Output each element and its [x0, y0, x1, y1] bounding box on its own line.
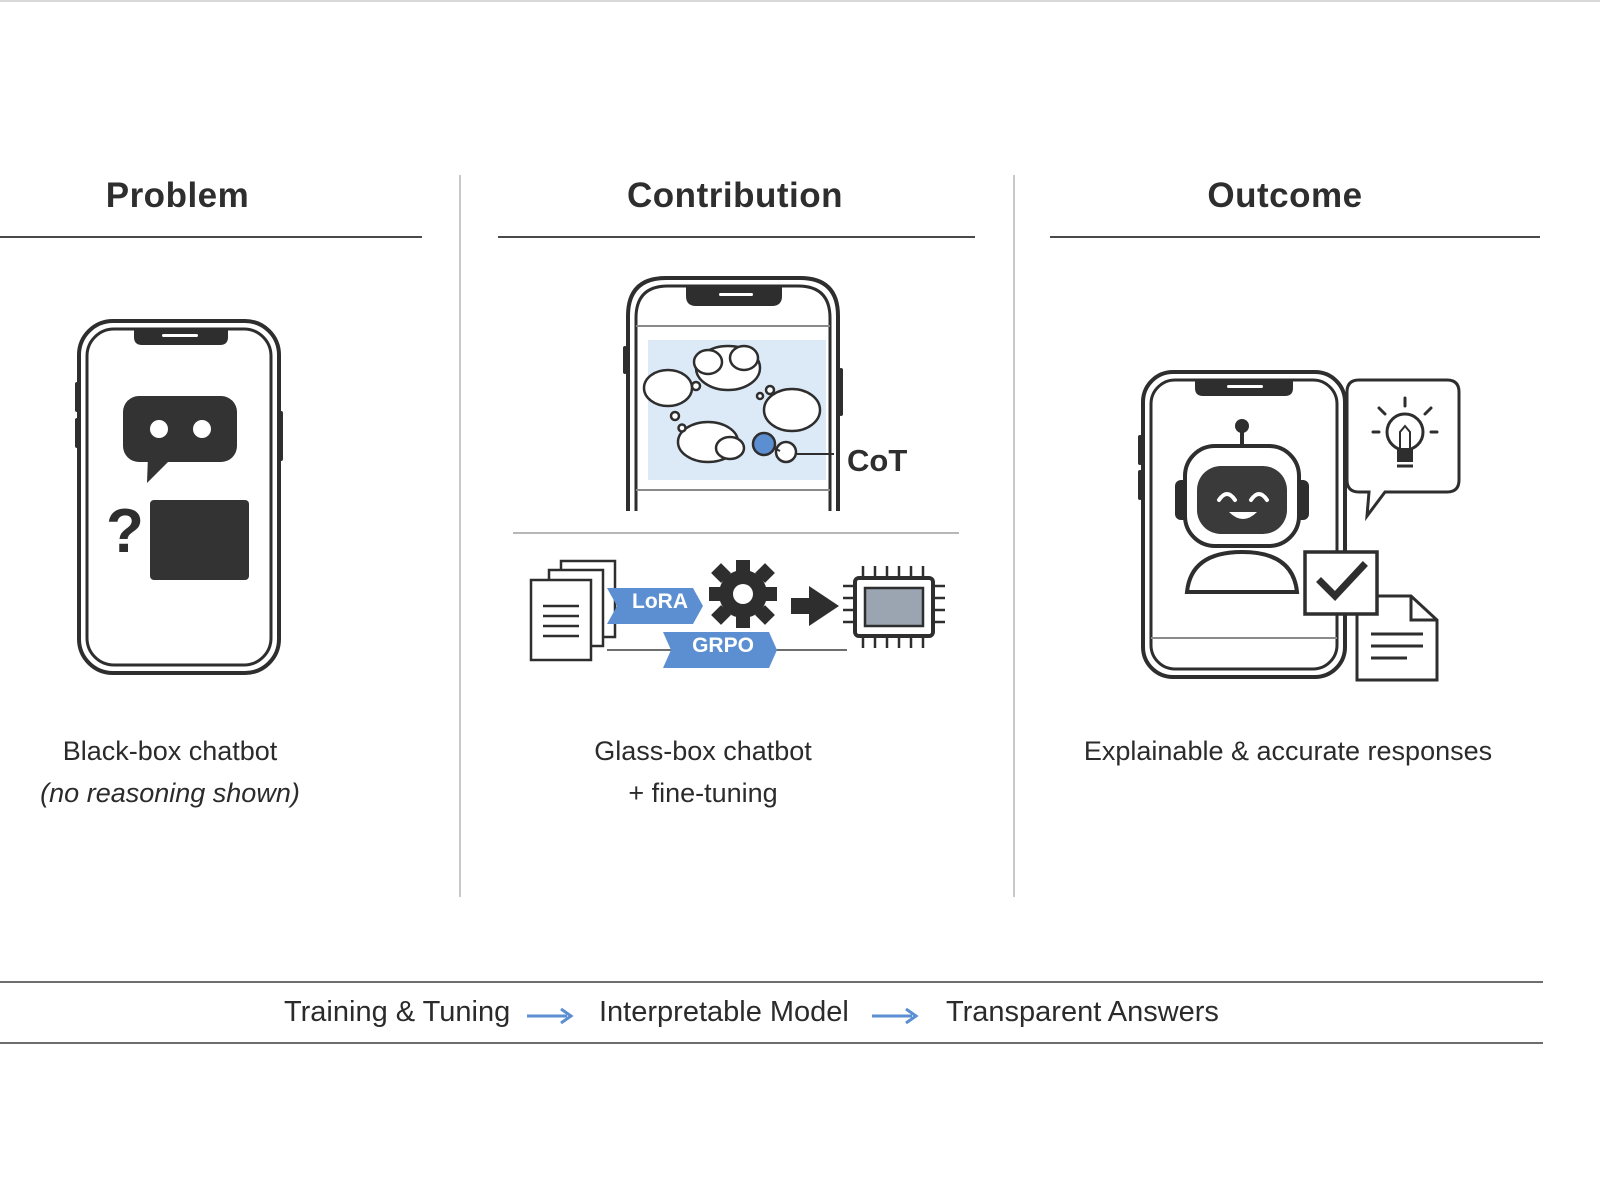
- flow-bottom-rule: [0, 1042, 1543, 1044]
- thought-cloud-icon: [642, 344, 822, 464]
- grpo-label: GRPO: [692, 634, 754, 657]
- caption-problem-line2: (no reasoning shown): [40, 778, 300, 808]
- caption-outcome-line1: Explainable & accurate responses: [1083, 736, 1493, 766]
- caption-contribution-line2: + fine-tuning: [628, 778, 778, 808]
- flow-bar: Training & Tuning Interpretable Model Tr…: [0, 996, 1600, 1040]
- black-box-icon: [150, 500, 249, 580]
- outcome-illustration: [1138, 370, 1461, 682]
- lora-tag: [607, 588, 703, 624]
- title-contribution: Contribution: [627, 176, 843, 215]
- documents-icon: [529, 559, 617, 662]
- rule-contribution: [498, 236, 975, 238]
- title-problem: Problem: [105, 176, 250, 215]
- smartphone-icon: [623, 276, 843, 511]
- rule-problem: [0, 236, 422, 238]
- arrow-right-icon: [527, 1007, 574, 1025]
- chip-icon: [843, 566, 945, 648]
- flow-step-2: Interpretable Model: [599, 996, 849, 1028]
- reasoning-node: [751, 431, 777, 457]
- lora-label: LoRA: [632, 590, 688, 613]
- pipeline-illustration: [529, 559, 945, 668]
- arrow-right-icon: [872, 1007, 919, 1025]
- separator-2: [1013, 175, 1015, 897]
- caption-contribution-line1: Glass-box chatbot: [594, 736, 812, 766]
- contribution-divider: [513, 532, 959, 534]
- caption-outcome: Explainable & accurate responses: [1058, 730, 1518, 772]
- title-outcome: Outcome: [1207, 176, 1363, 215]
- problem-illustration: [75, 319, 283, 675]
- cot-label: CoT: [847, 443, 908, 478]
- flow-step-1: Training & Tuning: [284, 996, 511, 1028]
- chat-bubble-icon: [123, 396, 237, 483]
- separator-1: [459, 175, 461, 897]
- flow-step-3: Transparent Answers: [946, 996, 1219, 1028]
- lightbulb-icon: [1345, 378, 1461, 522]
- smartphone-icon: [75, 319, 283, 675]
- caption-problem: Black-box chatbot (no reasoning shown): [20, 730, 320, 814]
- gear-icon: [709, 560, 777, 628]
- question-mark-icon: ?: [106, 497, 144, 566]
- document-icon: [1355, 594, 1439, 682]
- caption-problem-line1: Black-box chatbot: [62, 736, 278, 766]
- robot-icon: [1175, 419, 1309, 594]
- checkbox-icon: [1303, 550, 1379, 616]
- grpo-tag: [663, 632, 777, 668]
- rule-outcome: [1050, 236, 1540, 238]
- flow-top-rule: [0, 981, 1543, 983]
- caption-contribution: Glass-box chatbot + fine-tuning: [548, 730, 858, 814]
- cot-illustration: [623, 276, 843, 511]
- top-border: [0, 0, 1600, 2]
- arrow-right-icon: [791, 586, 839, 626]
- smartphone-icon: [1138, 370, 1347, 679]
